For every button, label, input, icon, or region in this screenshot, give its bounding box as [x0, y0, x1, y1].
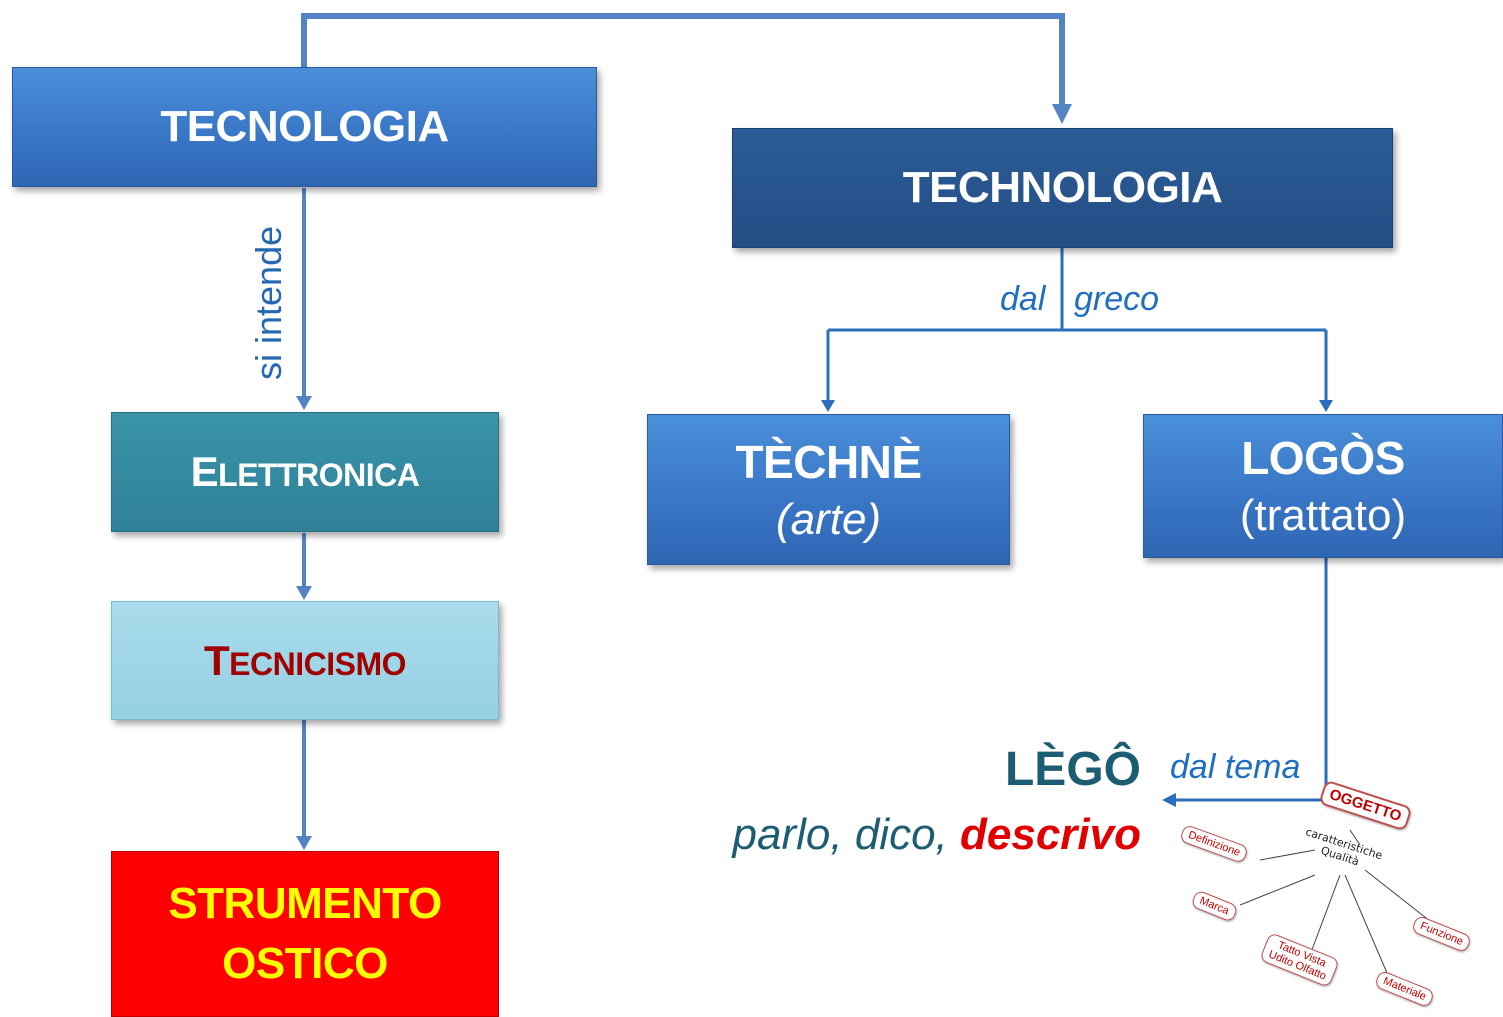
edge-label-dal: dal: [1000, 280, 1046, 318]
node-logos-subtitle: (trattato): [1239, 491, 1407, 540]
node-strumento-line2: OSTICO: [222, 939, 388, 988]
node-techne-subtitle: (arte): [775, 494, 882, 544]
connector-tecnologia-technologia: [301, 13, 1065, 112]
lego-meanings-plain: parlo, dico,: [732, 810, 961, 859]
lego-meanings-highlight: descrivo: [960, 810, 1141, 859]
oggetto-mini-map: OGGETTO caratteristiche Qualità Definizi…: [1150, 775, 1500, 1015]
edge-label-dal-tema: dal tema: [1170, 748, 1301, 786]
node-elettronica-initial: E: [190, 448, 219, 495]
node-technologia: TECHNOLOGIA: [732, 128, 1393, 248]
node-techne-title: TÈCHNÈ: [735, 435, 922, 488]
lego-meanings: parlo, dico, descrivo: [733, 810, 1141, 860]
node-elettronica: ELETTRONICA: [111, 412, 499, 532]
node-tecnicismo-initial: T: [204, 636, 230, 684]
mini-map-lines: [1239, 829, 1436, 981]
node-tecnologia-label: TECNOLOGIA: [160, 102, 449, 151]
edge-label-greco: greco: [1074, 280, 1160, 318]
lego-title-text: LÈGÔ: [1004, 743, 1141, 796]
node-tecnicismo-rest: ECNICISMO: [229, 645, 406, 682]
node-logos-title: LOGÒS: [1241, 432, 1405, 484]
node-strumento-ostico: STRUMENTO OSTICO: [111, 851, 499, 1017]
node-elettronica-rest: LETTRONICA: [218, 457, 420, 493]
node-logos: LOGÒS (trattato): [1143, 414, 1503, 558]
connector-dal-greco: [826, 248, 1328, 402]
node-strumento-line1: STRUMENTO: [168, 879, 442, 928]
lego-title: LÈGÔ: [1005, 742, 1141, 797]
node-technologia-label: TECHNOLOGIA: [902, 163, 1223, 212]
node-tecnologia: TECNOLOGIA: [12, 67, 597, 187]
node-tecnicismo: TECNICISMO: [111, 601, 499, 720]
edge-label-si-intende: si intende: [248, 225, 289, 380]
node-techne: TÈCHNÈ (arte): [647, 414, 1010, 565]
